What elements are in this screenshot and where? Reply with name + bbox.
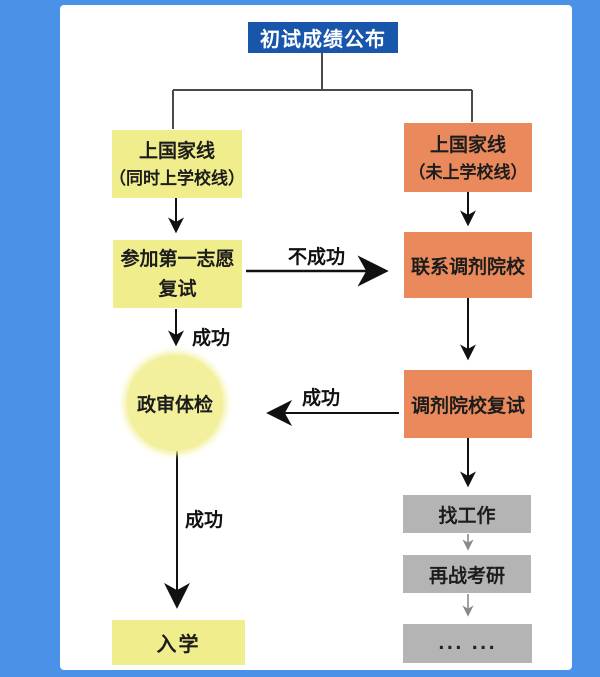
edge-label-success-to-enroll: 成功: [185, 509, 224, 531]
edge-label-success-to-review: 成功: [192, 327, 231, 349]
node-label: 入学: [156, 632, 201, 656]
node-label: 再战考研: [428, 564, 505, 587]
node-political-review-physical-exam: 政审体检: [127, 355, 223, 451]
node-first-choice-retest: 参加第一志愿 复试: [113, 240, 242, 308]
node-ellipsis: ... ...: [403, 624, 532, 663]
title-label: 初试成绩公布: [260, 27, 386, 51]
node-label: 调剂院校复试: [410, 394, 525, 417]
node-label: 联系调剂院校: [410, 255, 525, 278]
node-line1: 上国家线: [138, 140, 215, 162]
node-line2: （同时上学校线）: [109, 169, 245, 189]
node-line1: 上国家线: [429, 133, 506, 156]
node-line2: （未上学校线）: [408, 162, 528, 183]
branch-tree-line: [172, 53, 473, 129]
node-enrollment: 入学: [112, 620, 245, 665]
node-contact-transfer-schools: 联系调剂院校: [404, 232, 532, 298]
node-label: ... ...: [438, 633, 497, 654]
node-line2: 复试: [158, 278, 197, 300]
node-passed-national-line-only: 上国家线 （未上学校线）: [404, 123, 532, 192]
node-transfer-school-retest: 调剂院校复试: [404, 370, 532, 438]
node-passed-national-and-school-line: 上国家线 （同时上学校线）: [109, 130, 245, 198]
node-label: 找工作: [438, 504, 496, 527]
edge-label-unsuccessful: 不成功: [288, 246, 346, 268]
node-label: 政审体检: [136, 393, 213, 416]
node-find-job: 找工作: [403, 495, 531, 533]
node-initial-results-announced: 初试成绩公布: [248, 22, 398, 53]
node-line1: 参加第一志愿: [120, 248, 235, 270]
node-retry-exam: 再战考研: [403, 555, 531, 593]
edge-label-success-from-transfer: 成功: [302, 387, 341, 409]
